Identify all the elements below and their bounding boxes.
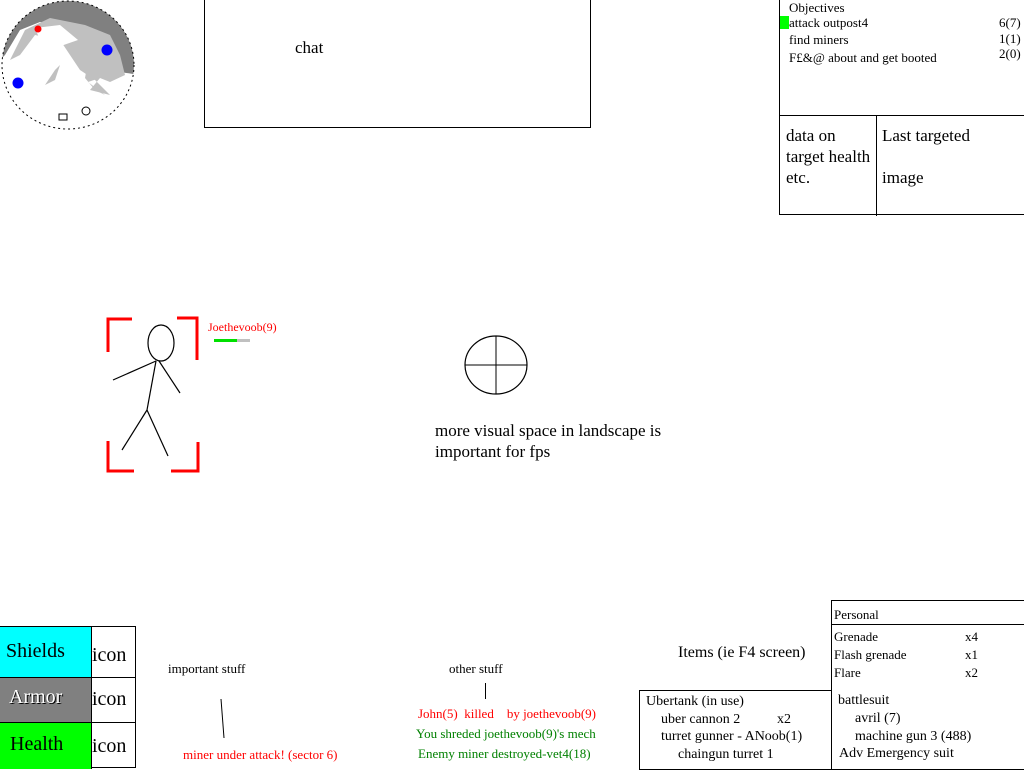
important-message: miner under attack! (sector 6) bbox=[183, 747, 338, 762]
objective-label[interactable]: find miners bbox=[789, 32, 849, 47]
armor-cell: Armor bbox=[0, 678, 92, 723]
important-title: important stuff bbox=[168, 661, 246, 676]
target-health-bar bbox=[214, 339, 250, 342]
target-health-fill bbox=[214, 339, 238, 342]
objective-count: 6(7) bbox=[999, 15, 1021, 30]
personal-item-qty: x2 bbox=[965, 665, 978, 680]
personal-panel[interactable]: Personal Grenade x4 Flash grenade x1 Fla… bbox=[831, 600, 1024, 770]
suit-item: machine gun 3 (488) bbox=[855, 729, 972, 744]
health-icon: icon bbox=[92, 723, 136, 769]
personal-title: Personal bbox=[834, 607, 879, 622]
armor-icon: icon bbox=[92, 678, 136, 723]
objective-label[interactable]: F£&@ about and get booted bbox=[789, 50, 937, 65]
target-data-line: target health bbox=[786, 147, 871, 166]
other-title: other stuff bbox=[449, 661, 503, 676]
icon-placeholder: icon bbox=[92, 735, 127, 757]
pointer-line bbox=[485, 683, 486, 699]
target-data-line: etc. bbox=[786, 168, 811, 187]
ally-marker-icon bbox=[101, 44, 113, 56]
last-targeted-image: image bbox=[882, 168, 924, 187]
personal-item-name: Grenade bbox=[834, 629, 879, 644]
kill-feed-message: John(5) killed by joethevoob(9) bbox=[418, 706, 596, 721]
objective-label[interactable]: attack outpost4 bbox=[789, 15, 869, 30]
objective-count: 1(1) bbox=[999, 31, 1021, 46]
vehicle-panel[interactable]: Ubertank (in use) uber cannon 2 x2 turre… bbox=[639, 690, 832, 770]
suit-name: Adv Emergency suit bbox=[839, 746, 954, 761]
objectives-panel: Objectives attack outpost4 6(7) find min… bbox=[779, 0, 1024, 216]
divider bbox=[832, 624, 1024, 625]
items-title: Items (ie F4 screen) bbox=[678, 644, 806, 661]
icon-placeholder: icon bbox=[92, 688, 127, 710]
stick-figure-icon bbox=[112, 324, 181, 457]
ally-marker-icon bbox=[12, 77, 24, 89]
player-marker-icon bbox=[34, 25, 42, 33]
personal-item-qty: x4 bbox=[965, 629, 978, 644]
personal-item-name: Flare bbox=[834, 665, 861, 680]
vehicle-weapon-qty: x2 bbox=[777, 712, 791, 727]
personal-item-name: Flash grenade bbox=[834, 647, 907, 662]
health-cell: Health bbox=[0, 723, 92, 769]
shields-cell: Shields bbox=[0, 627, 92, 678]
vehicle-gunner: turret gunner - ANoob(1) bbox=[661, 729, 803, 744]
personal-item-qty: x1 bbox=[965, 647, 978, 662]
note-line: important for fps bbox=[435, 442, 551, 461]
crosshair-icon bbox=[464, 335, 528, 395]
shields-icon: icon bbox=[92, 627, 136, 678]
vehicle-weapon: uber cannon 2 bbox=[661, 712, 741, 727]
armor-label: Armor bbox=[9, 686, 63, 708]
divider bbox=[780, 115, 1024, 116]
target-name: Joethevoob(9) bbox=[208, 320, 277, 334]
kill-feed-message: You shreded joethevoob(9)'s mech bbox=[416, 726, 596, 741]
icon-placeholder: icon bbox=[92, 644, 127, 666]
last-targeted-label: Last targeted bbox=[882, 126, 970, 145]
pointer-line bbox=[220, 698, 225, 739]
design-note: more visual space in landscape is import… bbox=[435, 420, 661, 462]
health-label: Health bbox=[10, 733, 64, 755]
target-figure[interactable] bbox=[100, 310, 210, 480]
target-data: data on target health etc. bbox=[786, 125, 870, 188]
vehicle-turret: chaingun turret 1 bbox=[678, 747, 774, 762]
objective-count: 2(0) bbox=[999, 46, 1021, 61]
kill-feed-message: Enemy miner destroyed-vet4(18) bbox=[418, 746, 591, 761]
target-data-line: data on bbox=[786, 126, 836, 145]
active-objective-marker bbox=[780, 16, 789, 29]
objectives-title: Objectives bbox=[789, 0, 845, 15]
divider bbox=[876, 115, 877, 216]
vehicle-title: Ubertank (in use) bbox=[646, 694, 744, 709]
target-brackets bbox=[106, 316, 200, 473]
chat-box[interactable]: chat bbox=[204, 0, 591, 128]
shields-label: Shields bbox=[6, 640, 65, 662]
minimap[interactable] bbox=[0, 0, 140, 132]
suit-item: avril (7) bbox=[855, 711, 901, 726]
chat-label: chat bbox=[295, 38, 324, 57]
suit-name: battlesuit bbox=[838, 693, 890, 708]
note-line: more visual space in landscape is bbox=[435, 421, 662, 440]
stats-panel: Shields icon Armor icon Health icon bbox=[0, 626, 136, 769]
